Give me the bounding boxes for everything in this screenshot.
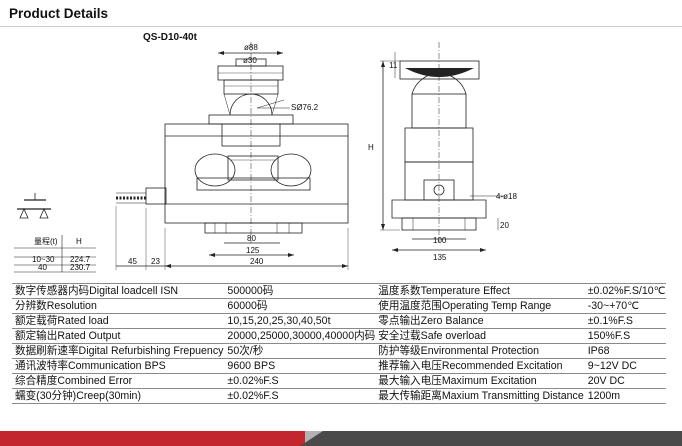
spec-value: 9~12V DC <box>583 358 666 374</box>
page-header: Product Details <box>0 0 682 28</box>
spec-row: 综合精度Combined Error ±0.02%F.S 最大输入电压Maxim… <box>12 373 666 389</box>
footer-bar <box>0 431 682 446</box>
spec-value: 500000码 <box>223 283 376 299</box>
dim-125: 125 <box>246 246 260 255</box>
spec-label: 最大输入电压Maximum Excitation <box>375 373 584 389</box>
spec-label: 零点输出Zero Balance <box>375 313 584 329</box>
dim-sr76: SØ76.2 <box>291 103 319 112</box>
dim-45: 45 <box>128 257 137 266</box>
spec-value: 20V DC <box>583 373 666 389</box>
spec-value: IP68 <box>583 343 666 359</box>
spec-label: 综合精度Combined Error <box>12 373 224 389</box>
spec-value: 10,15,20,25,30,40,50t <box>223 313 376 329</box>
spec-value: -30~+70℃ <box>583 298 666 314</box>
dim-240: 240 <box>250 257 264 266</box>
model-number: QS-D10-40t <box>143 32 198 43</box>
spec-label: 额定输出Rated Output <box>12 328 224 344</box>
spec-label: 数字传感器内码Digital loadcell ISN <box>12 283 224 299</box>
spec-label: 推荐输入电压Recommended Excitation <box>375 358 584 374</box>
spec-label: 分辨数Resolution <box>12 298 224 314</box>
spec-value: 60000码 <box>223 298 376 314</box>
spec-row: 额定载荷Rated load 10,15,20,25,30,40,50t 零点输… <box>12 313 666 329</box>
spec-label: 安全过载Safe overload <box>375 328 584 344</box>
capacity-table: 量程(t) H 10~30 224.7 40 230.7 <box>14 235 96 273</box>
spec-value: 50次/秒 <box>223 343 376 359</box>
capacity-row1-range: 10~30 <box>32 255 55 264</box>
header-divider <box>0 26 682 27</box>
spec-table: 数字传感器内码Digital loadcell ISN 500000码 温度系数… <box>12 283 666 404</box>
page-title: Product Details <box>9 6 109 21</box>
spec-label: 蠕变(30分钟)Creep(30min) <box>12 388 224 404</box>
spec-value: ±0.1%F.S <box>583 313 666 329</box>
spec-row: 分辨数Resolution 60000码 使用温度范围Operating Tem… <box>12 298 666 314</box>
spec-value: ±0.02%F.S <box>223 373 376 389</box>
footer-bar-red <box>0 431 305 446</box>
spec-row: 通讯波特率Communication BPS 9600 BPS 推荐输入电压Re… <box>12 358 666 374</box>
spec-label: 最大传输距离Maxium Transmitting Distance <box>375 388 584 404</box>
spec-value: 20000,25000,30000,40000内码 <box>223 328 376 344</box>
spec-label: 使用温度范围Operating Temp Range <box>375 298 584 314</box>
capacity-row1-h: 224.7 <box>70 255 91 264</box>
drawing-svg: QS-D10-40t ø88 ø30 SØ76.2 80 125 240 45 … <box>14 32 517 273</box>
dim-h: H <box>368 143 374 152</box>
dim-80: 80 <box>247 234 256 243</box>
technical-drawing: QS-D10-40t ø88 ø30 SØ76.2 80 125 240 45 … <box>0 28 682 280</box>
dim-d88: ø88 <box>244 43 258 52</box>
dim-11: 11 <box>389 61 398 70</box>
capacity-row2-range: 40 <box>38 263 47 272</box>
spec-label: 温度系数Temperature Effect <box>375 283 584 299</box>
spec-value: ±0.02%F.S/10℃ <box>583 283 666 299</box>
spec-label: 数据刷新速率Digital Refurbishing Frepuency <box>12 343 224 359</box>
spec-row: 蠕变(30分钟)Creep(30min) ±0.02%F.S 最大传输距离Max… <box>12 388 666 404</box>
spec-row: 数字传感器内码Digital loadcell ISN 500000码 温度系数… <box>12 283 666 299</box>
spec-label: 额定载荷Rated load <box>12 313 224 329</box>
spec-value: 1200m <box>583 388 666 404</box>
dim-20: 20 <box>500 221 509 230</box>
capacity-header-range: 量程(t) <box>34 237 58 246</box>
spec-label: 防护等级Environmental Protection <box>375 343 584 359</box>
dim-d30: ø30 <box>243 56 257 65</box>
spec-value: 150%F.S <box>583 328 666 344</box>
capacity-header-h: H <box>76 237 82 246</box>
spec-row: 额定输出Rated Output 20000,25000,30000,40000… <box>12 328 666 344</box>
spec-label: 通讯波特率Communication BPS <box>12 358 224 374</box>
dim-100: 100 <box>433 236 447 245</box>
dim-holes: 4-ø18 <box>496 192 517 201</box>
dim-23: 23 <box>151 257 160 266</box>
dim-135: 135 <box>433 253 447 262</box>
spec-row: 数据刷新速率Digital Refurbishing Frepuency 50次… <box>12 343 666 359</box>
spec-value: ±0.02%F.S <box>223 388 376 404</box>
footer-bar-dark <box>300 431 682 446</box>
spec-value: 9600 BPS <box>223 358 376 374</box>
capacity-row2-h: 230.7 <box>70 263 91 272</box>
